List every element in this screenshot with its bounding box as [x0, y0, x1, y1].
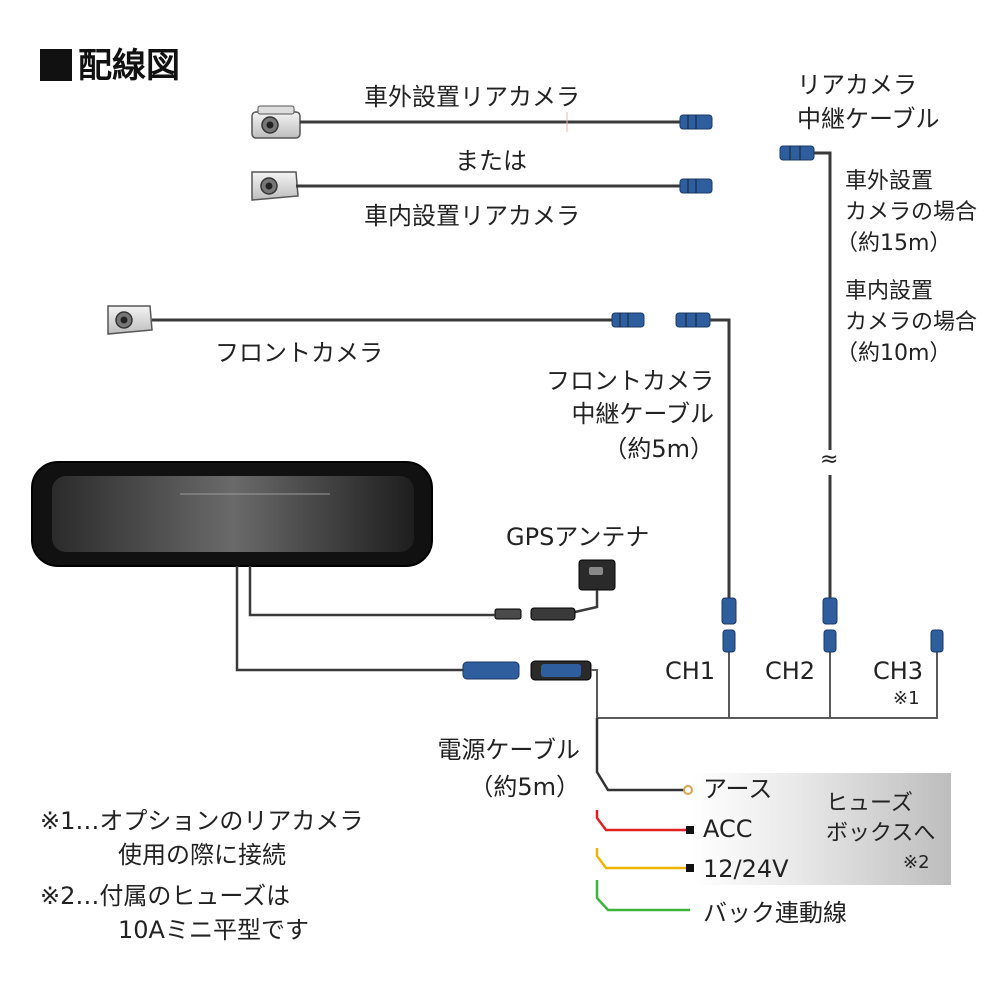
label-front-relay-line1: フロントカメラ	[546, 367, 714, 395]
label-power-cable-line2: （約5m）	[469, 773, 580, 801]
label-ext-case-line1: 車外設置	[845, 169, 934, 194]
title-text: 配線図	[78, 46, 180, 86]
front-camera-icon	[107, 305, 153, 335]
label-int-case-line2: カメラの場合	[845, 310, 978, 335]
front-relay-cable-bottom-connector	[721, 597, 737, 625]
label-ch3: CH3	[873, 657, 924, 685]
front-relay-cable-top-connector	[675, 312, 711, 328]
label-rear-relay-line1: リアカメラ	[797, 71, 917, 99]
ch1-connector	[722, 629, 736, 653]
label-note-mark1: ※1	[893, 688, 920, 709]
v1224-terminal	[686, 864, 694, 872]
label-interior-rear-camera: 車内設置リアカメラ	[364, 202, 580, 230]
main-cable-connector	[462, 660, 592, 681]
label-earth: アース	[703, 775, 773, 803]
acc-terminal	[686, 826, 694, 834]
label-ext-case-line2: カメラの場合	[845, 200, 978, 225]
rear-relay-cable-top-connector	[779, 145, 815, 161]
label-int-case-line3: （約10m）	[836, 341, 952, 366]
ch2-connector	[823, 629, 837, 653]
exterior-rear-camera-connector	[679, 114, 713, 130]
label-note-mark2: ※2	[903, 852, 930, 873]
gps-antenna-icon	[578, 559, 616, 591]
front-camera-connector	[611, 312, 645, 328]
label-gps-antenna: GPSアンテナ	[506, 523, 650, 551]
acc-wire	[595, 810, 686, 832]
page-title: 配線図	[40, 38, 180, 87]
rear-relay-cable-upper	[814, 151, 832, 450]
label-back-link: バック連動線	[703, 899, 847, 927]
exterior-rear-camera-icon	[251, 105, 301, 139]
ch3-connector	[930, 629, 944, 653]
label-exterior-rear-camera: 車外設置リアカメラ	[364, 83, 580, 111]
earth-wire	[595, 718, 684, 792]
label-fuse-box-line1: ヒューズ	[826, 791, 913, 816]
label-ext-case-line3: （約15m）	[836, 231, 952, 256]
label-front-camera: フロントカメラ	[215, 339, 383, 367]
front-relay-cable-line	[710, 318, 731, 598]
back-link-wire	[595, 880, 690, 912]
gps-main-cable	[248, 566, 495, 617]
label-fuse-box-line2: ボックスへ	[826, 821, 936, 846]
label-front-relay-line3: （約5m）	[603, 435, 714, 463]
cable-break-mark: ≈	[820, 447, 839, 472]
note2-line1: ※2…付属のヒューズは	[40, 882, 291, 910]
label-12-24v: 12/24V	[703, 855, 789, 883]
v1224-wire	[595, 848, 686, 870]
title-square-icon	[40, 49, 72, 81]
gps-connector	[494, 607, 576, 621]
label-acc: ACC	[703, 815, 753, 843]
gps-antenna-cable	[574, 590, 599, 614]
rear-relay-cable-bottom-connector	[822, 597, 838, 625]
label-ch1: CH1	[665, 657, 716, 685]
note1-line2: 使用の際に接続	[118, 841, 286, 869]
mirror-main-cable	[235, 566, 463, 672]
label-int-case-line1: 車内設置	[845, 279, 934, 304]
fuse-box-area	[693, 773, 951, 885]
label-ch2: CH2	[765, 657, 816, 685]
label-or: または	[455, 147, 527, 175]
label-front-relay-line2: 中継ケーブル	[571, 400, 714, 428]
interior-rear-camera-icon	[251, 171, 299, 201]
earth-ring-terminal	[683, 785, 693, 795]
mirror-monitor	[31, 461, 433, 567]
label-rear-relay-line2: 中継ケーブル	[797, 105, 940, 133]
label-power-cable-line1: 電源ケーブル	[437, 736, 580, 764]
interior-rear-camera-connector	[679, 178, 713, 194]
note1-line1: ※1…オプションのリアカメラ	[40, 807, 364, 835]
note2-line2: 10Aミニ平型です	[118, 916, 309, 944]
